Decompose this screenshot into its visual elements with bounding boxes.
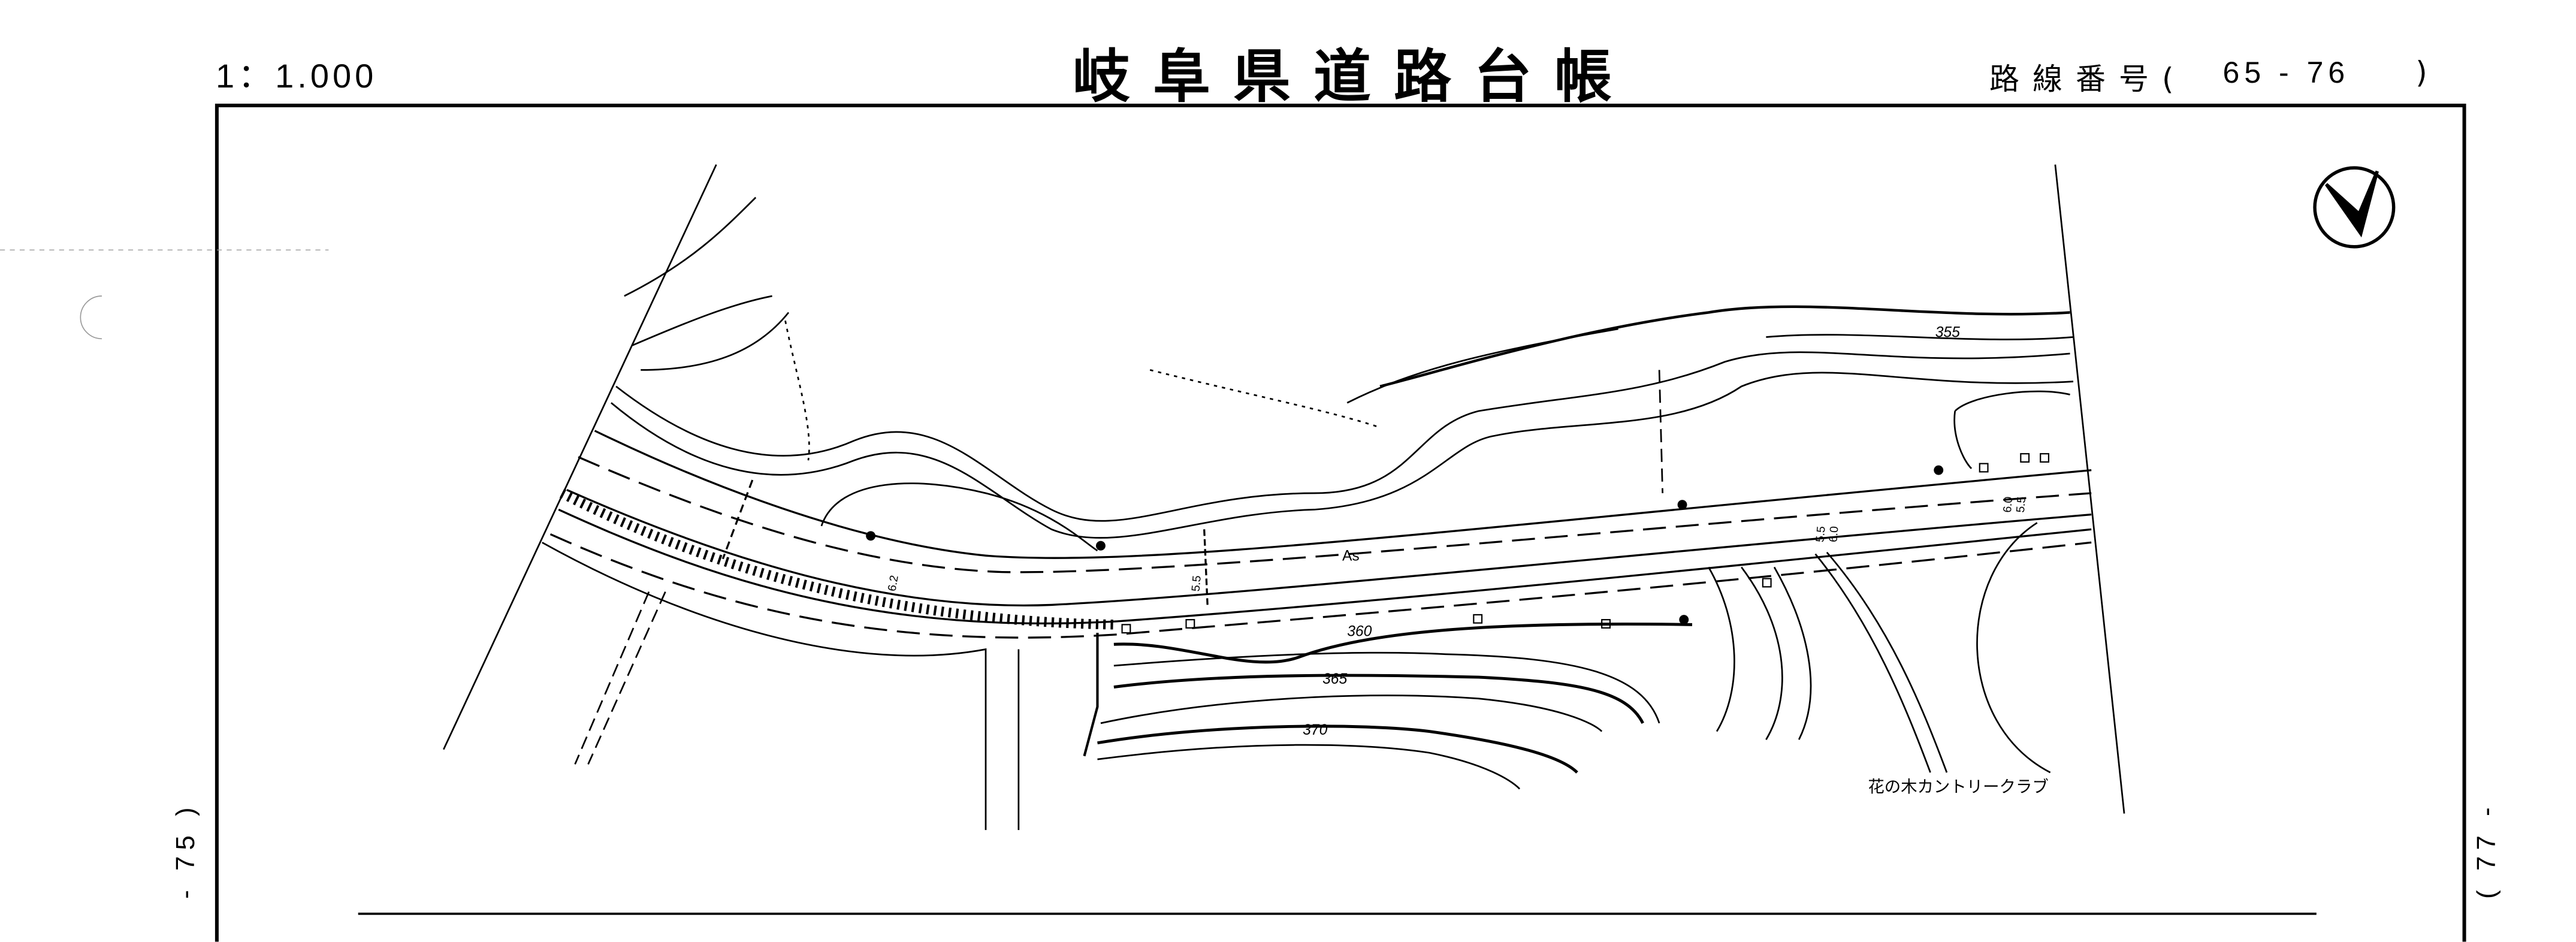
map-scale: 1：1.000 [216,57,378,95]
surface-label: As [1342,548,1360,564]
sheet-boundary [443,164,2125,814]
page-title: 岐阜県道路台帳 [1073,43,1635,110]
width-label: 6.0 [2001,496,2015,513]
route-number-value: 65 - 76 [2222,56,2350,89]
contours [1097,566,1812,790]
width-label: 5.5 [2015,496,2028,513]
route-number-close: ) [2415,55,2427,90]
map-labels: 355 360 365 370 As 6.2 5.5 5.5 6.0 6.0 5… [886,325,2048,796]
map-symbols [866,453,2050,634]
road [542,430,2092,831]
route-number-label: 路線番号( [1989,62,2187,96]
north-arrow-icon [2313,166,2396,249]
width-label: 6.0 [1827,526,1841,542]
terrain [611,197,2074,552]
route-number: 路線番号( 65 - 76 ) [1989,55,2427,98]
contour-label-360: 360 [1347,624,1372,640]
place-label: 花の木カントリークラブ [1868,777,2048,796]
map-frame [0,103,2466,942]
contour-label-365: 365 [1322,671,1347,687]
width-label: 6.2 [886,574,901,592]
width-label: 5.5 [1190,575,1204,592]
contour-label-370: 370 [1303,722,1327,738]
contour-label-355: 355 [1935,325,1960,341]
width-label: 5.5 [1814,526,1828,542]
